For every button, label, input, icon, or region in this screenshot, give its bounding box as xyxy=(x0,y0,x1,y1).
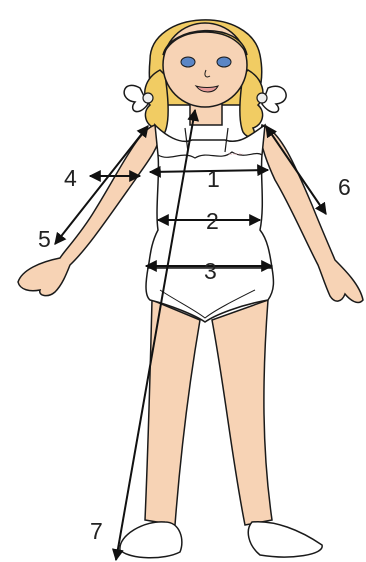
legs xyxy=(145,300,272,525)
shoes xyxy=(120,522,322,558)
left-arm xyxy=(18,125,160,296)
right-eye xyxy=(217,57,231,67)
label-7: 7 xyxy=(90,520,103,543)
label-6: 6 xyxy=(338,176,351,199)
right-arm xyxy=(260,125,363,302)
svg-text:~~~: ~~~ xyxy=(228,151,243,158)
label-4: 4 xyxy=(64,167,77,190)
face xyxy=(163,23,247,107)
left-eye xyxy=(181,57,195,67)
undershirt: ~~~ xyxy=(148,125,272,268)
label-2: 2 xyxy=(206,210,219,233)
label-1: 1 xyxy=(207,168,220,191)
label-3: 3 xyxy=(204,260,217,283)
label-5: 5 xyxy=(38,228,51,251)
